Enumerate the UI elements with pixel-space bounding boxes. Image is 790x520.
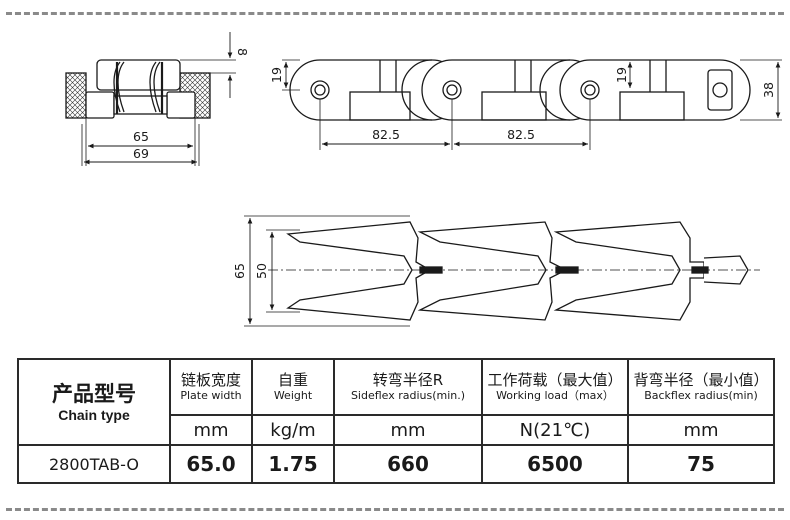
weight-header-zh: 自重 bbox=[277, 371, 308, 389]
end-view bbox=[65, 32, 236, 166]
units-row: mm kg/m mm N(21℃) mm bbox=[18, 414, 775, 446]
plate-width-header-zh: 链板宽度 bbox=[180, 371, 241, 389]
dim-thickness-label: 8 bbox=[235, 48, 250, 56]
technical-drawing: 8 65 69 bbox=[65, 32, 782, 327]
unit-cell: mm bbox=[169, 414, 253, 446]
dim-pitch-2-label: 82.5 bbox=[507, 127, 535, 142]
plate-width-header: 链板宽度 Plate width bbox=[169, 358, 253, 416]
unit-cell: kg/m bbox=[251, 414, 335, 446]
model-cell: 2800TAB-O bbox=[17, 444, 171, 484]
weight-header-en: Weight bbox=[273, 389, 313, 402]
side-view bbox=[282, 59, 782, 150]
value-cell: 65.0 bbox=[169, 444, 253, 484]
top-view bbox=[244, 215, 760, 327]
value-cell: 1.75 bbox=[251, 444, 335, 484]
chain-type-header-en: Chain type bbox=[58, 407, 130, 423]
dim-pin-height-label: 19 bbox=[614, 67, 629, 83]
backflex-header: 背弯半径（最小值） Backflex radius(min) bbox=[627, 358, 775, 416]
dim-outer-label: 65 bbox=[232, 263, 247, 279]
backflex-header-zh: 背弯半径（最小值） bbox=[633, 371, 769, 389]
dim-inner-label: 50 bbox=[254, 263, 269, 279]
chain-type-header: 产品型号 Chain type bbox=[17, 358, 171, 446]
chain-type-header-zh: 产品型号 bbox=[52, 382, 136, 406]
sideflex-header: 转弯半径R Sideflex radius(min.) bbox=[333, 358, 483, 416]
dim-outer-width-label: 69 bbox=[133, 146, 149, 161]
dim-inner-width-label: 65 bbox=[133, 129, 149, 144]
unit-cell: mm bbox=[627, 414, 775, 446]
sideflex-header-en: Sideflex radius(min.) bbox=[350, 389, 466, 402]
dim-total-height-label: 38 bbox=[761, 82, 776, 98]
sideflex-header-zh: 转弯半径R bbox=[372, 371, 444, 389]
dim-pitch-1-label: 82.5 bbox=[372, 127, 400, 142]
bottom-dashed-divider bbox=[6, 508, 784, 511]
working-load-header-en: Working load（max） bbox=[496, 389, 614, 402]
unit-cell: N(21℃) bbox=[481, 414, 629, 446]
unit-cell: mm bbox=[333, 414, 483, 446]
plate-width-header-en: Plate width bbox=[180, 389, 242, 402]
backflex-header-en: Backflex radius(min) bbox=[644, 389, 758, 402]
value-cell: 75 bbox=[627, 444, 775, 484]
working-load-header-zh: 工作荷载（最大值） bbox=[487, 371, 623, 389]
spec-table: 产品型号 Chain type 链板宽度 Plate width 自重 Weig… bbox=[17, 358, 775, 484]
weight-header: 自重 Weight bbox=[251, 358, 335, 416]
top-dashed-divider bbox=[6, 12, 784, 15]
left-rail-hatch bbox=[65, 72, 87, 119]
header-row: 产品型号 Chain type 链板宽度 Plate width 自重 Weig… bbox=[17, 358, 775, 446]
value-cell: 6500 bbox=[481, 444, 629, 484]
working-load-header: 工作荷载（最大值） Working load（max） bbox=[481, 358, 629, 416]
data-row: 2800TAB-O 65.0 1.75 660 6500 75 bbox=[17, 444, 775, 484]
value-cell: 660 bbox=[333, 444, 483, 484]
dim-height-label: 19 bbox=[269, 67, 284, 83]
